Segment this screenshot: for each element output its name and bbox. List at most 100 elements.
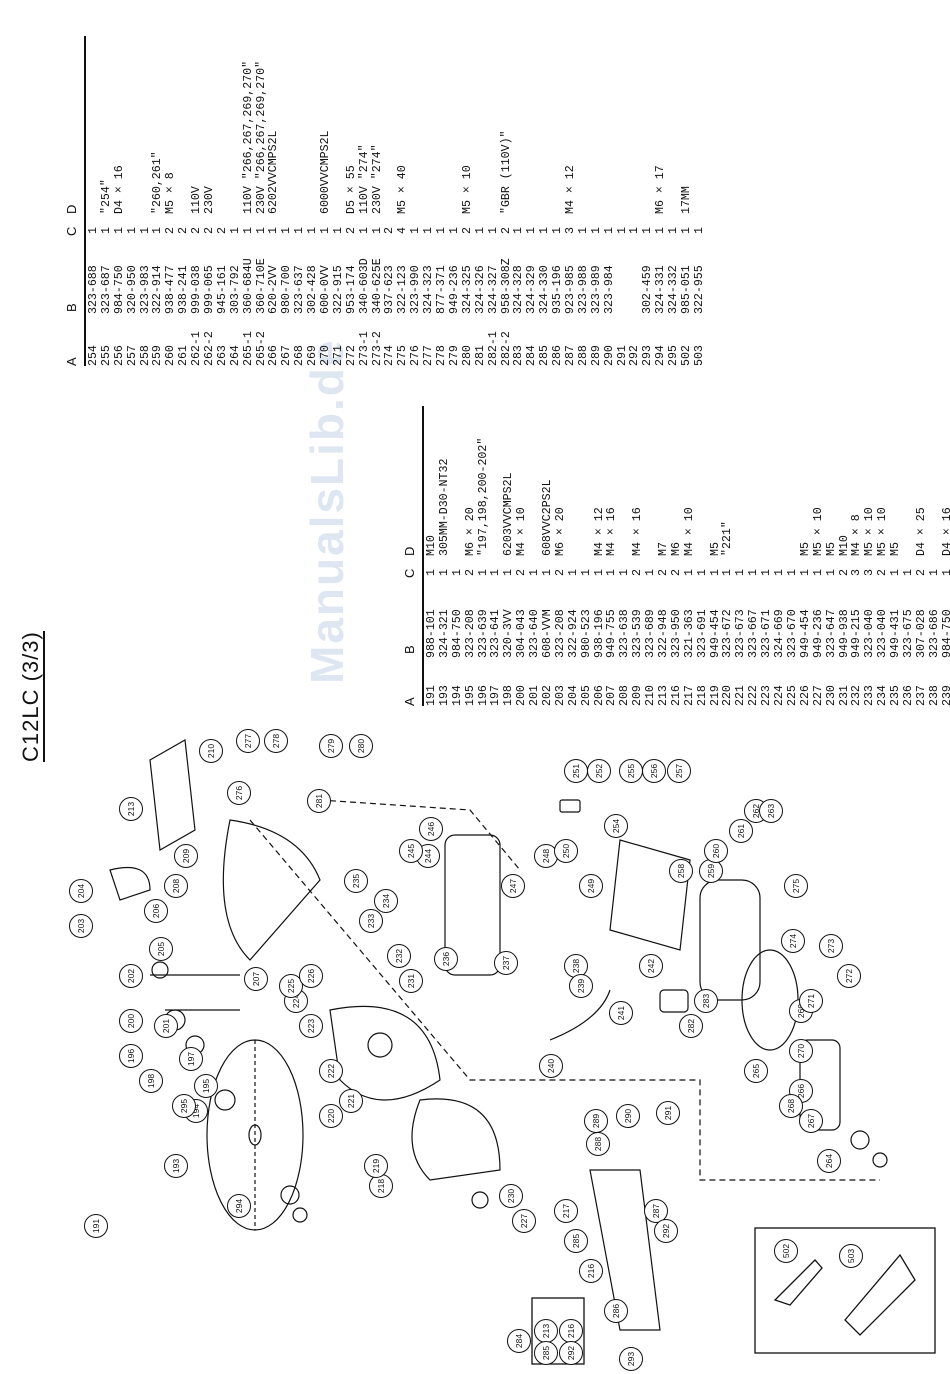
- col-c-cell: 1: [331, 227, 345, 234]
- col-c-cell: 1: [357, 227, 371, 234]
- col-c-cell: 1: [785, 569, 799, 576]
- col-b-cell: 988-101: [425, 609, 438, 658]
- col-b-cell: 324-327: [486, 265, 500, 314]
- col-b-header: B: [64, 303, 79, 312]
- col-c-cell: 1: [579, 569, 593, 576]
- col-a-cell: 262-2: [203, 331, 217, 366]
- col-c-cell: 1: [486, 227, 500, 234]
- col-d-cell: M5 × 40: [396, 165, 410, 214]
- col-b-cell: 608-VVM: [541, 609, 555, 658]
- col-b-cell: 321-363: [682, 609, 696, 658]
- col-c-cell: 1: [125, 227, 139, 234]
- col-c-cell: 1: [692, 227, 706, 234]
- col-a-cell: 205: [579, 685, 593, 706]
- col-c-cell: 1: [602, 227, 616, 234]
- col-c-cell: 2: [463, 569, 477, 576]
- col-c-cell: 2: [553, 569, 567, 576]
- col-a-cell: 273-1: [357, 331, 371, 366]
- col-d-cell: M4 × 16: [631, 507, 645, 556]
- col-a-cell: 204: [566, 685, 580, 706]
- col-b-header: B: [402, 645, 417, 654]
- col-c-cell: 1: [901, 569, 915, 576]
- col-c-cell: 2: [460, 227, 474, 234]
- col-d-cell: M5: [824, 542, 838, 556]
- col-c-cell: 1: [798, 569, 812, 576]
- table-row: 191 988-101 1 M10: [425, 406, 439, 706]
- col-b-cell: 320-950: [125, 265, 139, 314]
- col-b-cell: 980-523: [579, 609, 593, 658]
- col-a-header: A: [402, 697, 417, 706]
- col-b-cell: 984-750: [112, 265, 126, 314]
- col-b-cell: 322-948: [657, 609, 671, 658]
- col-b-cell: 322-924: [566, 609, 580, 658]
- col-b-cell: 600-0VV: [319, 265, 333, 314]
- col-c-cell: 2: [657, 569, 671, 576]
- col-c-cell: 1: [87, 227, 100, 234]
- col-c-cell: 3: [563, 227, 577, 234]
- col-b-cell: 953-174: [344, 265, 358, 314]
- col-b-cell: 323-950: [669, 609, 683, 658]
- col-a-cell: 193: [437, 685, 451, 706]
- col-d-cell: "254": [99, 179, 113, 214]
- col-d-cell: M7: [657, 542, 671, 556]
- col-d-cell: D4 × 16: [940, 507, 950, 556]
- col-a-cell: 191: [425, 685, 438, 706]
- col-c-cell: 1: [425, 569, 438, 576]
- col-c-cell: 2: [203, 227, 217, 234]
- col-d-cell: M5: [889, 542, 903, 556]
- col-d-cell: D5 × 55: [344, 165, 358, 214]
- col-b-cell: 923-985: [563, 265, 577, 314]
- col-b-cell: 324-326: [473, 265, 487, 314]
- col-d-cell: "GBR (110V)": [499, 130, 513, 215]
- col-b-cell: 949-236: [811, 609, 825, 658]
- col-c-cell: 1: [927, 569, 941, 576]
- col-d-cell: "197,198,200-202": [476, 437, 490, 556]
- col-b-cell: 323-988: [576, 265, 590, 314]
- col-d-cell: D4 × 16: [112, 165, 126, 214]
- col-a-cell: 280: [460, 345, 474, 366]
- watermark: ManualsLib.de: [301, 338, 353, 684]
- col-a-cell: 216: [669, 685, 683, 706]
- col-b-cell: 323-691: [695, 609, 709, 658]
- col-c-cell: 1: [99, 227, 113, 234]
- table-header: A B C D: [62, 36, 82, 366]
- col-b-cell: 985-051: [679, 265, 693, 314]
- col-b-cell: 323-688: [87, 265, 100, 314]
- col-c-cell: 1: [319, 227, 333, 234]
- col-d-cell: M10: [425, 535, 438, 556]
